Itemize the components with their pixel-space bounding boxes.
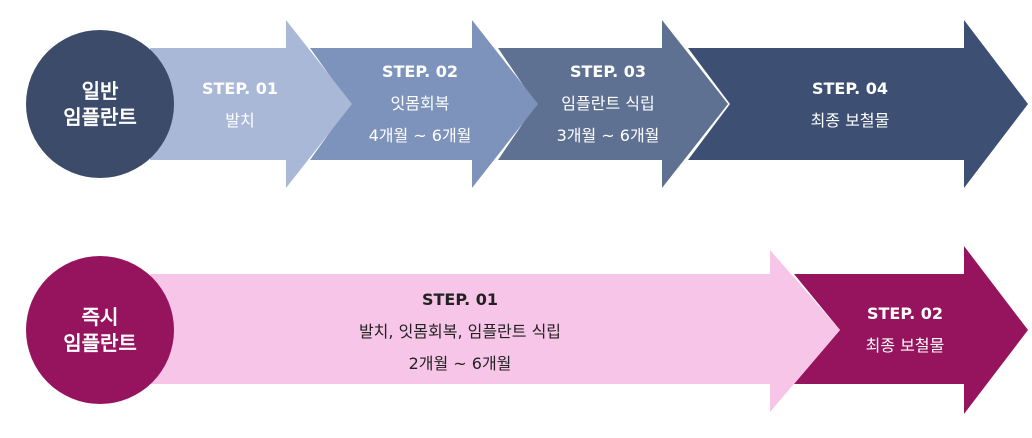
general-implant-circle: 일반 임플란트	[26, 30, 174, 178]
general-step4-arrow	[688, 20, 1028, 188]
general-label-line1: 일반	[81, 79, 119, 103]
general-step-2-title: STEP. 02	[381, 62, 459, 81]
general-step-3-duration: 3개월 ~ 6개월	[556, 126, 660, 145]
immediate-step1-arrow	[150, 250, 840, 412]
general-step-3-desc: 임플란트 식립	[561, 94, 655, 113]
general-label-line2: 임플란트	[63, 105, 137, 129]
general-step3-arrow	[498, 20, 728, 188]
immediate-step-1-duration: 2개월 ~ 6개월	[408, 354, 512, 373]
general-step-1: STEP. 01 발치	[190, 60, 290, 150]
general-step-4-desc: 최종 보철물	[810, 111, 890, 130]
general-step-3-title: STEP. 03	[569, 62, 647, 81]
general-step-4-title: STEP. 04	[811, 79, 889, 98]
immediate-step-1: STEP. 01 발치, 잇몸회복, 임플란트 식립 2개월 ~ 6개월	[320, 282, 600, 382]
immediate-step2-arrow	[794, 246, 1028, 414]
immediate-step-1-desc: 발치, 잇몸회복, 임플란트 식립	[358, 322, 562, 341]
general-step-2-desc: 잇몸회복	[390, 94, 450, 113]
immediate-step-2: STEP. 02 최종 보철물	[840, 290, 970, 370]
immediate-implant-circle: 즉시 임플란트	[26, 256, 174, 404]
general-step-1-title: STEP. 01	[201, 79, 279, 98]
general-step-2: STEP. 02 잇몸회복 4개월 ~ 6개월	[350, 54, 490, 154]
immediate-step-1-title: STEP. 01	[421, 290, 499, 309]
immediate-step-2-desc: 최종 보철물	[865, 336, 945, 355]
immediate-step-2-title: STEP. 02	[866, 304, 944, 323]
immediate-label-line2: 임플란트	[63, 331, 137, 355]
general-step-3: STEP. 03 임플란트 식립 3개월 ~ 6개월	[538, 54, 678, 154]
general-step-2-duration: 4개월 ~ 6개월	[368, 126, 472, 145]
immediate-label-line1: 즉시	[81, 305, 119, 329]
general-step-4: STEP. 04 최종 보철물	[770, 60, 930, 150]
general-step2-arrow	[310, 20, 538, 188]
general-step-1-desc: 발치	[225, 111, 255, 130]
general-step1-arrow	[150, 20, 352, 188]
